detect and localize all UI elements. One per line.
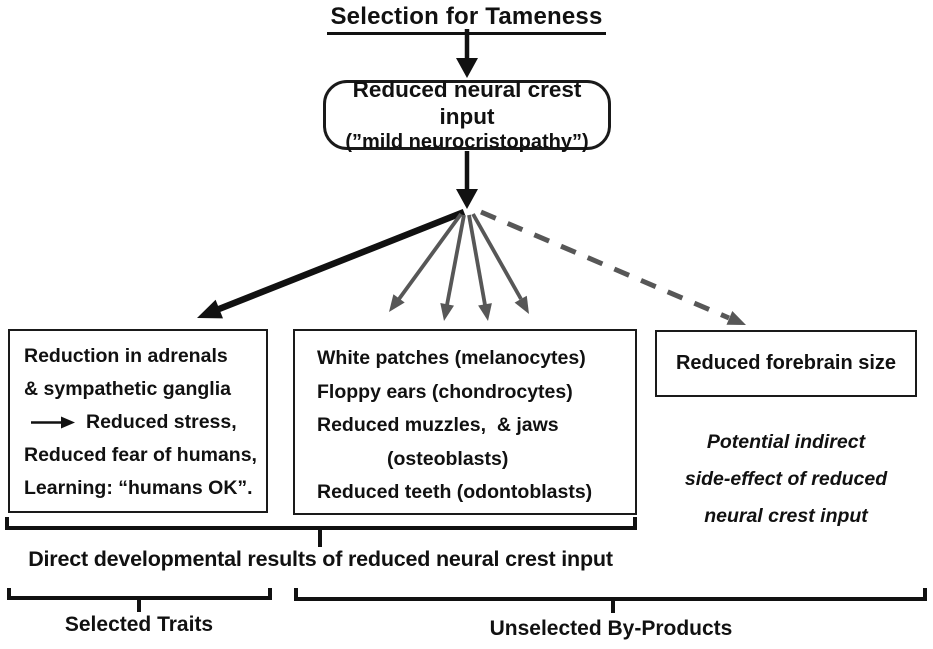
root-node-reduced-neural-crest: Reduced neural crest input (”mild neuroc… xyxy=(323,77,611,153)
byproducts-box: White patches (melanocytes) Floppy ears … xyxy=(293,329,637,515)
arrow-dashed-to-forebrain xyxy=(480,209,746,325)
arrow-title-to-root xyxy=(456,29,478,78)
byproducts-box-line1: White patches (melanocytes) xyxy=(317,347,586,369)
caption-selected-traits: Selected Traits xyxy=(64,613,214,636)
bracket-selected-traits xyxy=(7,588,272,612)
note-line3: neural crest input xyxy=(704,505,868,527)
arrow-root-to-fan xyxy=(456,151,478,209)
root-node-line1: Reduced neural crest input xyxy=(352,76,582,129)
arrow-gray-2 xyxy=(440,214,466,321)
right-arrow-icon xyxy=(31,416,75,429)
selected-box-line2: & sympathetic ganglia xyxy=(24,378,231,400)
note-line1: Potential indirect xyxy=(706,431,866,453)
selected-box-line3: Reduced stress, xyxy=(24,406,262,439)
selected-box-line4: Reduced fear of humans, xyxy=(24,444,257,466)
root-node-line2: (”mild neurocristopathy”) xyxy=(345,130,589,153)
indirect-side-effect-note: Potential indirect side-effect of reduce… xyxy=(655,424,917,535)
selected-traits-box: Reduction in adrenals & sympathetic gang… xyxy=(8,329,268,513)
byproducts-box-line3: Reduced muzzles, & jaws xyxy=(317,414,559,436)
note-line2: side-effect of reduced xyxy=(684,468,888,490)
byproducts-box-line5: Reduced teeth (odontoblasts) xyxy=(317,481,593,503)
arrow-gray-4 xyxy=(471,213,529,314)
bracket-unselected-byproducts xyxy=(294,588,927,613)
selected-box-line5: Learning: “humans OK”. xyxy=(24,477,253,499)
selected-box-line1: Reduction in adrenals xyxy=(24,345,228,367)
selected-box-line3-text: Reduced stress, xyxy=(86,411,237,433)
arrow-gray-1 xyxy=(389,212,463,312)
caption-unselected-byproducts: Unselected By-Products xyxy=(489,617,733,640)
arrow-to-selected-box xyxy=(197,208,466,319)
caption-direct-results: Direct developmental results of reduced … xyxy=(28,547,613,571)
diagram-title: Selection for Tameness xyxy=(327,3,606,35)
title-row: Selection for Tameness xyxy=(0,3,933,35)
forebrain-box: Reduced forebrain size xyxy=(655,330,917,397)
forebrain-box-label: Reduced forebrain size xyxy=(675,352,897,374)
byproducts-box-line2: Floppy ears (chondrocytes) xyxy=(317,380,573,403)
arrow-gray-3 xyxy=(467,214,492,321)
bracket-direct-results xyxy=(5,517,637,547)
byproducts-box-line4: (osteoblasts) xyxy=(387,447,509,470)
